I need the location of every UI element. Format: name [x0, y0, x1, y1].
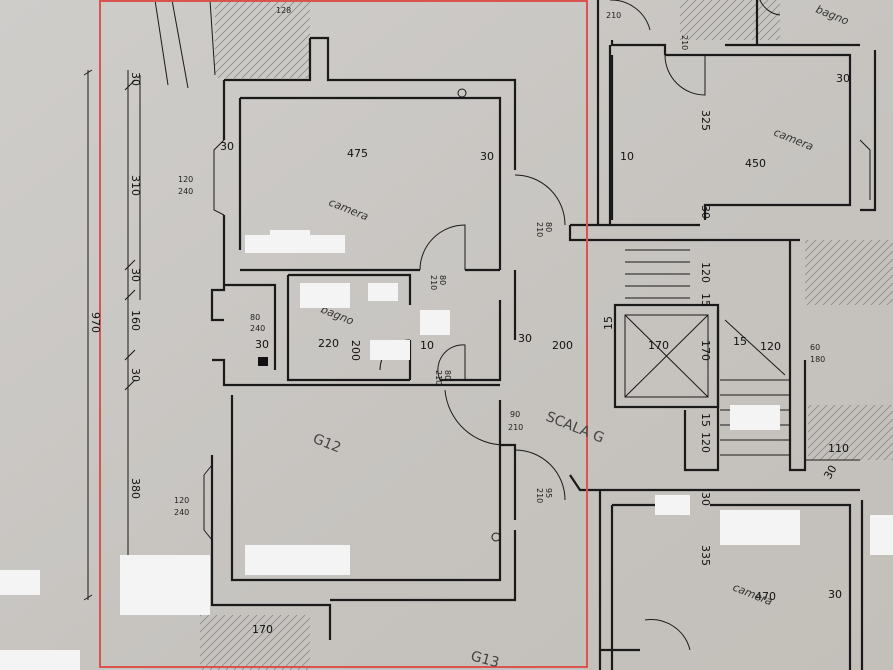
hatched-area-top-right	[680, 0, 780, 40]
door-height: 210	[508, 423, 523, 432]
door-width: 80	[443, 370, 452, 380]
dim-200: 200	[349, 340, 362, 361]
opening-labels: 120 240 120 240 80 240 60 180 90 210 80 …	[174, 11, 825, 517]
dim-30: 30	[129, 368, 142, 382]
dim-128: 128	[276, 6, 291, 15]
dim-30: 30	[518, 332, 532, 345]
window-width: 60	[810, 343, 820, 352]
dim-170: 170	[648, 339, 669, 352]
dim-220: 220	[318, 337, 339, 350]
dim-30: 30	[129, 268, 142, 282]
highlight-frame	[99, 0, 588, 668]
dim-120: 120	[699, 262, 712, 283]
dim-15: 15	[602, 316, 615, 330]
dim-30: 30	[699, 205, 712, 219]
dim-120: 120	[760, 340, 781, 353]
dim-30: 30	[699, 492, 712, 506]
door-width: 80	[438, 275, 447, 285]
dim-450: 450	[745, 157, 766, 170]
dim-10: 10	[620, 150, 634, 163]
hatched-area-top	[215, 0, 310, 78]
dim-30: 30	[220, 140, 234, 153]
dim-10: 10	[420, 339, 434, 352]
dim-170: 170	[252, 623, 273, 636]
window-height: 180	[810, 355, 825, 364]
dim-160: 160	[129, 310, 142, 331]
dim-30: 30	[821, 463, 839, 482]
window-width: 120	[178, 175, 193, 184]
door-width: 95	[544, 488, 553, 498]
hatched-area-right-low	[808, 405, 893, 460]
window-width: 80	[250, 313, 260, 322]
door-height: 210	[434, 370, 443, 385]
dimension-lines-left	[83, 0, 216, 601]
dim-30: 30	[480, 150, 494, 163]
dim-310: 310	[129, 175, 142, 196]
dim-325: 325	[699, 110, 712, 131]
dim-30: 30	[255, 338, 269, 351]
hatched-area-bottom	[200, 615, 310, 670]
unit-label-g13: G13	[469, 648, 501, 670]
unit-g12-walls	[203, 36, 517, 640]
dim-380: 380	[129, 478, 142, 499]
door-height: 210	[535, 488, 544, 503]
hatched-area-right-mid	[805, 240, 893, 305]
dim-120: 120	[699, 432, 712, 453]
glare-artifacts	[0, 230, 893, 670]
door-width: 90	[510, 410, 520, 419]
dim-200: 200	[552, 339, 573, 352]
door-height: 210	[606, 11, 621, 20]
dim-15: 15	[699, 293, 712, 307]
window-width: 120	[174, 496, 189, 505]
window-height: 240	[250, 324, 265, 333]
door-width: 80	[544, 222, 553, 232]
dim-15: 15	[699, 413, 712, 427]
door-height: 210	[680, 35, 689, 50]
dim-170: 170	[699, 340, 712, 361]
window-height: 240	[178, 187, 193, 196]
dim-30: 30	[836, 72, 850, 85]
window-height: 240	[174, 508, 189, 517]
dim-335: 335	[699, 545, 712, 566]
dim-30: 30	[129, 72, 142, 86]
dim-475: 475	[347, 147, 368, 160]
door-height: 210	[429, 275, 438, 290]
door-height: 210	[535, 222, 544, 237]
dim-15: 15	[733, 335, 747, 348]
dim-110: 110	[828, 442, 849, 455]
dim-970: 970	[89, 312, 102, 333]
dim-30: 30	[828, 588, 842, 601]
dim-470: 470	[755, 590, 776, 603]
stair-core	[568, 223, 860, 492]
